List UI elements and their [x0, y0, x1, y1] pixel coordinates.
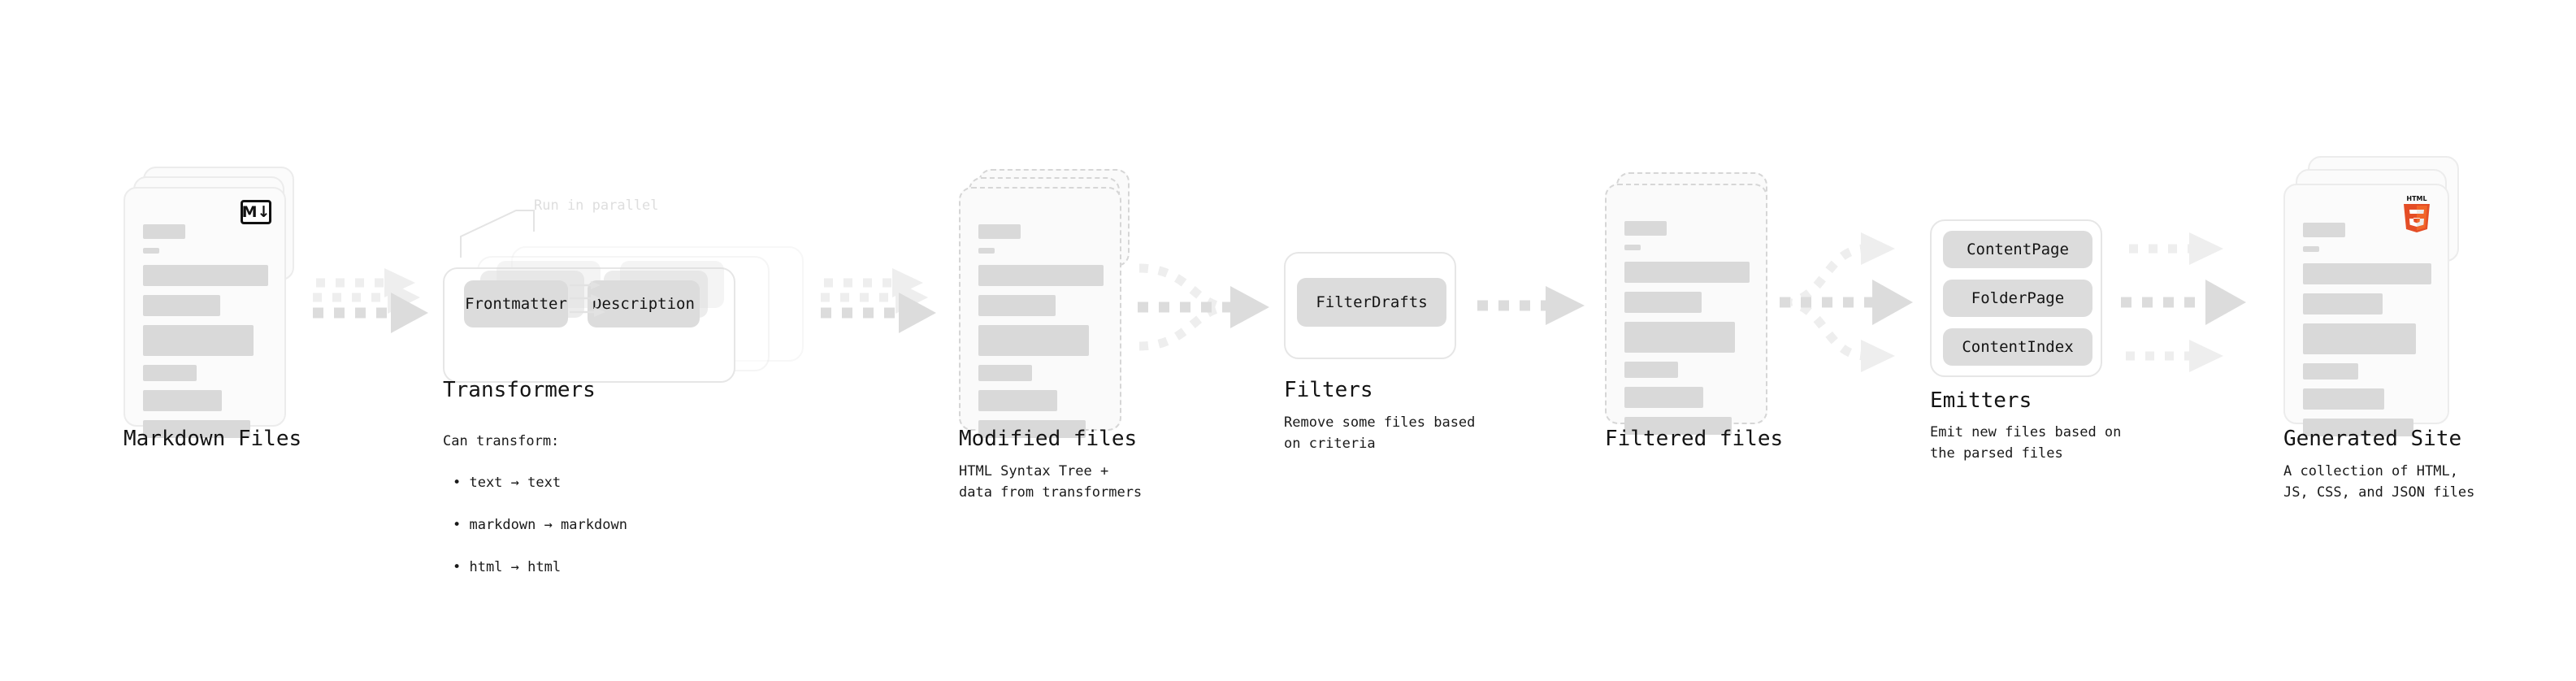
- generated-site-group: CSS HTML: [2283, 156, 2459, 436]
- content-line: [978, 295, 1056, 316]
- emitters-title: Emitters: [1930, 388, 2032, 413]
- content-line: [1624, 292, 1702, 313]
- chip-frontmatter[interactable]: Frontmatter: [464, 280, 568, 327]
- modified-files-subtitle: HTML Syntax Tree + data from transformer…: [959, 463, 1143, 501]
- generated-site-subtitle: A collection of HTML, JS, CSS, and JSON …: [2283, 463, 2475, 501]
- chip-folderpage[interactable]: FolderPage: [1943, 280, 2092, 317]
- modified-files-title: Modified files: [959, 427, 1138, 451]
- filters-subtitle: Remove some files based on criteria: [1284, 414, 1476, 452]
- html5-icon: HTML: [2400, 193, 2433, 237]
- content-line: [1624, 262, 1750, 283]
- content-line: [143, 295, 221, 316]
- content-line: [1624, 362, 1679, 378]
- chip-filterdrafts[interactable]: FilterDrafts: [1297, 278, 1446, 327]
- content-line: [143, 224, 185, 239]
- content-line: [1624, 387, 1704, 408]
- arrow-filters-to-filtered: [1477, 286, 1585, 325]
- chip-contentindex[interactable]: ContentIndex: [1943, 328, 2092, 366]
- modified-file-content: [978, 224, 1104, 447]
- transformers-sub-heading: Can transform:: [443, 432, 560, 449]
- content-line: [978, 365, 1033, 381]
- content-line: [2303, 223, 2345, 237]
- content-line: [1624, 221, 1667, 236]
- transformers-bullet: • markdown → markdown: [453, 517, 627, 534]
- chip-description[interactable]: Description: [588, 280, 700, 327]
- filters-box[interactable]: FilterDrafts: [1284, 252, 1456, 359]
- modified-file-card-front[interactable]: [959, 187, 1121, 438]
- transformers-title: Transformers: [443, 378, 596, 402]
- arrow-transformers-to-modified: [821, 268, 936, 333]
- filters-title: Filters: [1284, 378, 1373, 402]
- markdown-files-stack: M↓ M↓ M↓: [124, 167, 294, 438]
- content-line: [143, 365, 197, 381]
- transformer-box-front[interactable]: Frontmatter Description: [443, 261, 735, 383]
- content-line: [2303, 419, 2413, 436]
- filtered-file-card-front[interactable]: [1605, 184, 1767, 435]
- chip-contentpage[interactable]: ContentPage: [1943, 231, 2092, 268]
- content-line: [2303, 363, 2358, 380]
- svg-text:HTML: HTML: [2406, 195, 2426, 202]
- content-line: [2303, 246, 2319, 252]
- emitters-box[interactable]: ContentPage FolderPage ContentIndex: [1930, 219, 2102, 377]
- transformers-subtitle: Can transform: • text → text • markdown …: [443, 410, 627, 599]
- run-in-parallel-callout: [460, 210, 535, 258]
- filtered-file-content: [1624, 221, 1750, 444]
- generated-file-content: [2303, 223, 2431, 445]
- content-line: [143, 420, 251, 438]
- content-line: [143, 265, 268, 286]
- content-line: [2303, 323, 2417, 354]
- markdown-file-content: [143, 224, 268, 447]
- filtered-files-group: [1605, 172, 1776, 435]
- content-line: [2303, 388, 2384, 410]
- content-line: [978, 420, 1086, 438]
- arrow-filtered-to-emitters: [1780, 232, 1913, 372]
- content-line: [143, 390, 223, 411]
- content-line: [2303, 293, 2383, 314]
- arrow-emitters-to-site: [2121, 232, 2246, 372]
- modified-files-group: [959, 169, 1130, 438]
- markdown-badge-label: M↓: [241, 202, 271, 221]
- generated-file-card-html[interactable]: HTML: [2283, 184, 2449, 436]
- content-line: [978, 248, 995, 254]
- markdown-files-group: M↓ M↓ M↓: [124, 167, 294, 438]
- content-line: [1624, 322, 1735, 353]
- arrow-modified-to-filters: [1138, 263, 1269, 351]
- content-line: [143, 248, 159, 254]
- run-in-parallel-label: Run in parallel: [534, 197, 659, 214]
- arrow-markdown-to-transformers: [313, 268, 428, 333]
- content-line: [978, 390, 1058, 411]
- transformers-bullet: • text → text: [453, 475, 562, 492]
- transformer-inner-arrows: [570, 281, 605, 317]
- markdown-files-title: Markdown Files: [124, 427, 302, 451]
- generated-site-title: Generated Site: [2283, 427, 2462, 451]
- markdown-icon: M↓: [241, 200, 271, 224]
- content-line: [2303, 263, 2431, 284]
- content-line: [978, 325, 1089, 356]
- content-line: [978, 224, 1021, 239]
- filtered-files-title: Filtered files: [1605, 427, 1784, 451]
- content-line: [1624, 245, 1641, 250]
- emitters-subtitle: Emit new files based on the parsed files: [1930, 424, 2122, 462]
- transformers-bullet: • html → html: [453, 558, 562, 575]
- content-line: [143, 325, 254, 356]
- content-line: [978, 265, 1104, 286]
- content-line: [1624, 417, 1733, 435]
- markdown-file-card-front[interactable]: M↓: [124, 187, 286, 438]
